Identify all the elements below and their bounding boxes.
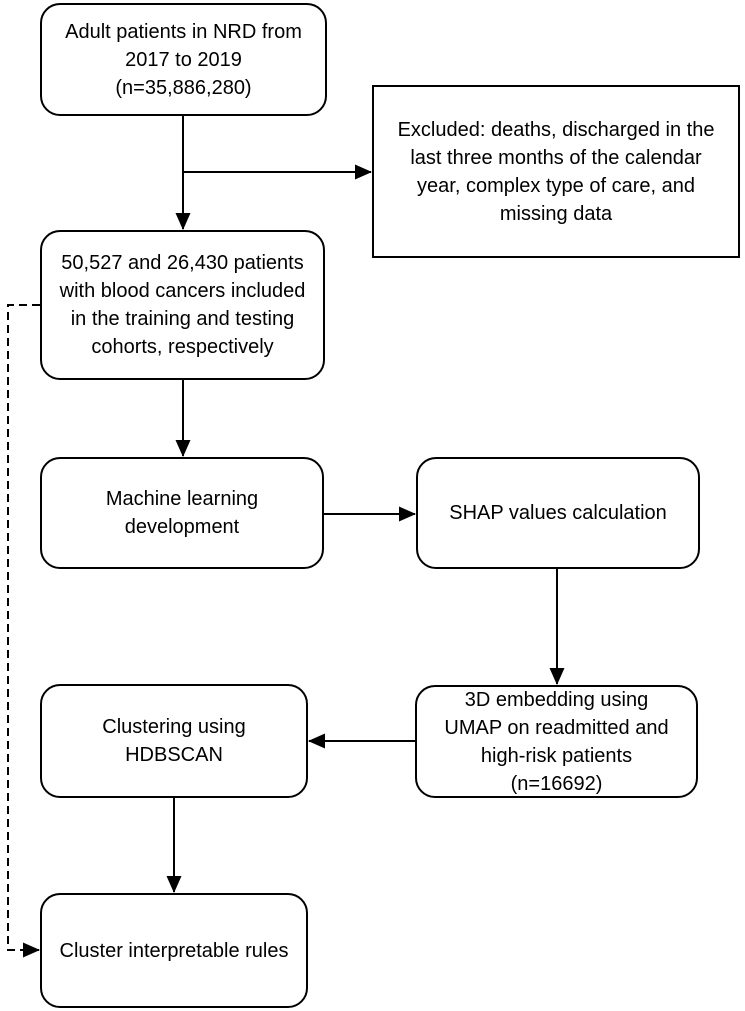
node-clustering: Clustering using HDBSCAN (40, 684, 308, 798)
node-cohorts: 50,527 and 26,430 patients with blood ca… (40, 230, 325, 380)
node-cohorts-label: 50,527 and 26,430 patients with blood ca… (59, 252, 306, 358)
node-adult-patients-label: Adult patients in NRD from 2017 to 2019 … (65, 20, 302, 99)
node-cluster-rules: Cluster interpretable rules (40, 893, 308, 1008)
node-ml-development-label: Machine learning development (105, 488, 259, 538)
edge-cohorts-to-rules-dashed (7, 304, 40, 958)
node-ml-development: Machine learning development (40, 457, 324, 569)
node-excluded-label: Excluded: deaths, discharged in the last… (397, 118, 715, 225)
node-umap-embedding: 3D embedding using UMAP on readmitted an… (415, 685, 698, 798)
node-clustering-label: Clustering using HDBSCAN (102, 716, 246, 766)
node-shap-values-label: SHAP values calculation (449, 502, 667, 524)
node-excluded: Excluded: deaths, discharged in the last… (372, 85, 740, 258)
node-cluster-rules-label: Cluster interpretable rules (59, 939, 289, 962)
node-umap-embedding-label: 3D embedding using UMAP on readmitted an… (444, 688, 669, 795)
node-adult-patients: Adult patients in NRD from 2017 to 2019 … (40, 3, 327, 116)
node-shap-values: SHAP values calculation (416, 457, 700, 569)
